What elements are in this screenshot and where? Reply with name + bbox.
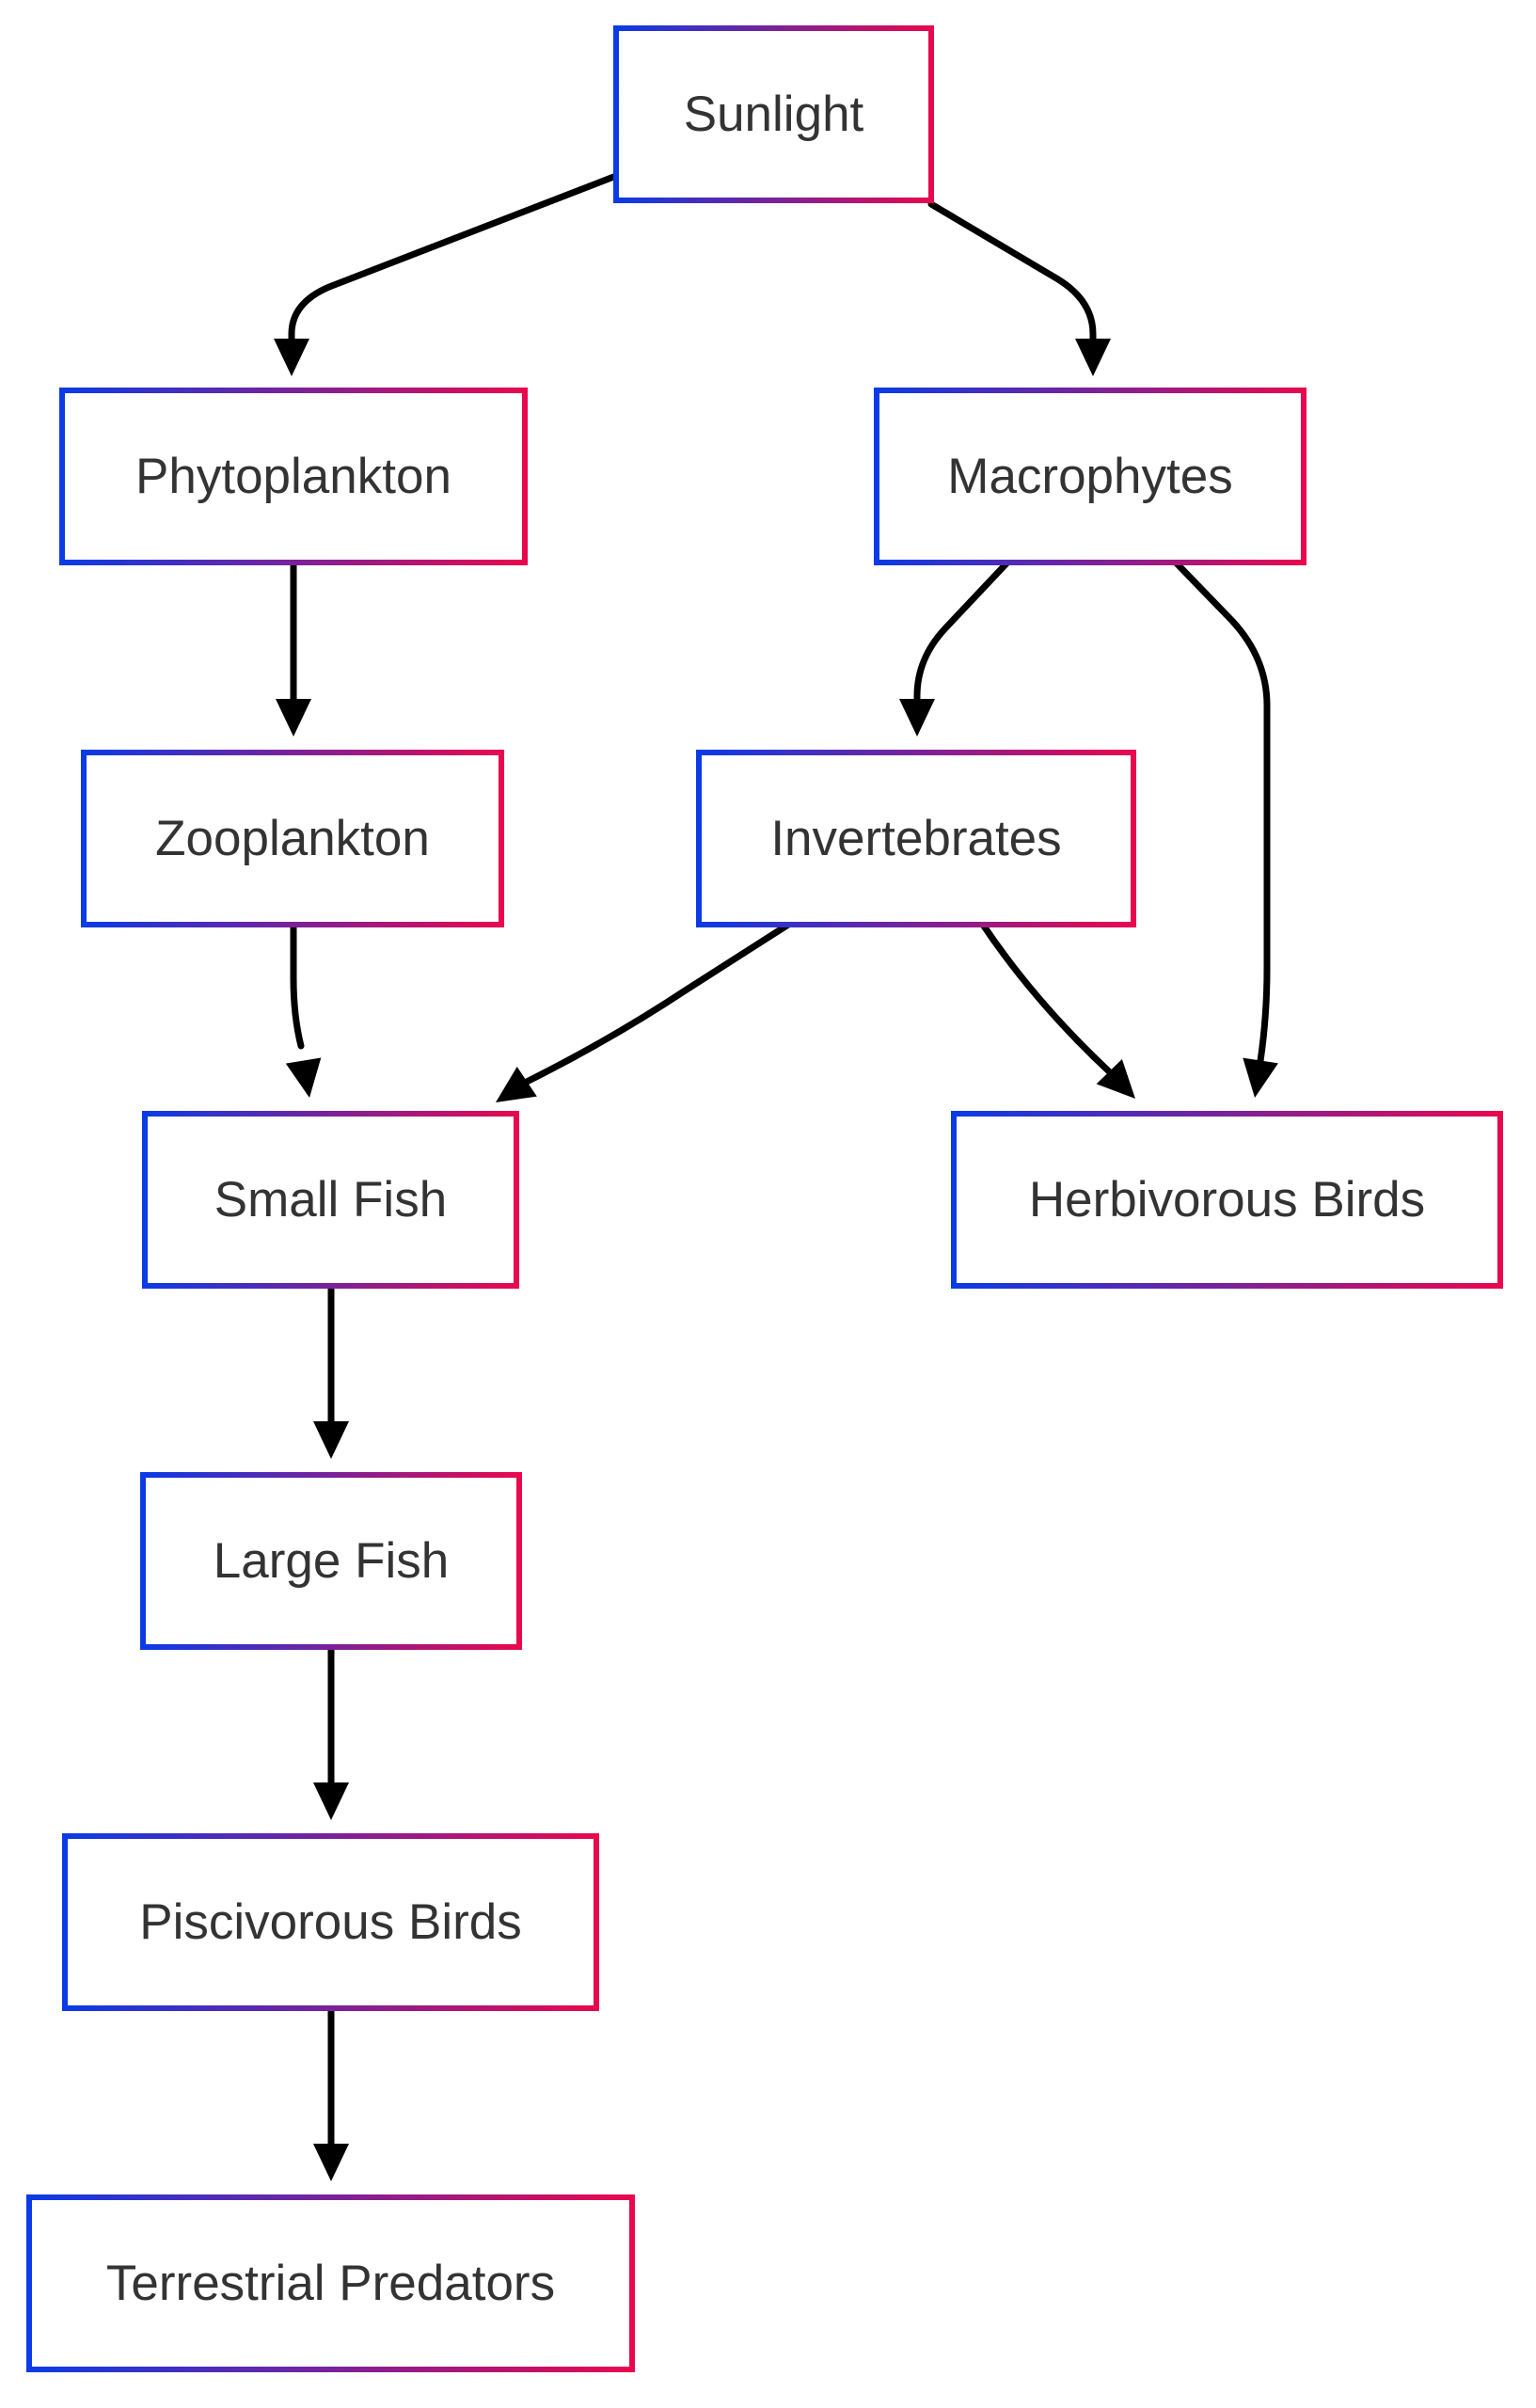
node-label: Invertebrates xyxy=(770,811,1061,866)
edge-line xyxy=(1172,559,1271,1065)
arrowhead xyxy=(313,2144,349,2181)
edges-layer xyxy=(274,172,1278,2181)
node-zooplankton: Zooplankton xyxy=(81,750,504,927)
node-label: Herbivorous Birds xyxy=(1029,1172,1425,1228)
node-box xyxy=(81,750,504,927)
node-macrophytes: Macrophytes xyxy=(874,388,1306,565)
arrowhead xyxy=(313,1782,349,1820)
arrowhead xyxy=(496,1067,537,1102)
node-box xyxy=(59,388,528,565)
node-box xyxy=(142,1111,519,1289)
edge-piscivorous-birds-to-terrestrial-predators xyxy=(313,2004,349,2181)
node-label: Terrestrial Predators xyxy=(106,2256,555,2311)
arrowhead xyxy=(276,699,311,737)
arrowhead xyxy=(285,1057,322,1098)
node-box xyxy=(874,388,1306,565)
arrowhead xyxy=(274,339,309,376)
node-box xyxy=(696,750,1136,927)
edge-line xyxy=(913,559,1011,705)
edge-invertebrates-to-small-fish xyxy=(496,921,792,1102)
node-large-fish: Large Fish xyxy=(140,1472,522,1650)
node-box xyxy=(613,25,934,203)
edge-phytoplankton-to-zooplankton xyxy=(276,559,311,737)
edge-line xyxy=(979,921,1114,1076)
arrowhead xyxy=(1243,1057,1278,1098)
edge-small-fish-to-large-fish xyxy=(313,1282,349,1459)
edge-zooplankton-to-small-fish xyxy=(285,921,322,1098)
edge-macrophytes-to-herbivorous-birds xyxy=(1172,559,1278,1098)
node-label: Zooplankton xyxy=(155,811,430,866)
node-herbivorous-birds: Herbivorous Birds xyxy=(951,1111,1503,1289)
node-box xyxy=(951,1111,1503,1289)
node-invertebrates: Invertebrates xyxy=(696,750,1136,927)
node-piscivorous-birds: Piscivorous Birds xyxy=(62,1833,599,2011)
node-label: Macrophytes xyxy=(947,449,1232,504)
arrowhead xyxy=(1075,339,1111,376)
node-terrestrial-predators: Terrestrial Predators xyxy=(26,2194,635,2372)
edge-sunlight-to-phytoplankton xyxy=(274,172,620,376)
node-small-fish: Small Fish xyxy=(142,1111,519,1289)
node-phytoplankton: Phytoplankton xyxy=(59,388,528,565)
edge-sunlight-to-macrophytes xyxy=(927,200,1111,376)
node-label: Sunlight xyxy=(684,87,864,142)
arrowhead xyxy=(899,699,935,737)
edge-invertebrates-to-herbivorous-birds xyxy=(979,921,1135,1099)
arrowhead xyxy=(1096,1059,1135,1099)
node-label: Small Fish xyxy=(214,1172,447,1228)
edge-macrophytes-to-invertebrates xyxy=(899,559,1011,737)
node-box xyxy=(62,1833,599,2011)
node-sunlight: Sunlight xyxy=(613,25,934,203)
node-label: Large Fish xyxy=(214,1533,449,1589)
edge-large-fish-to-piscivorous-birds xyxy=(313,1643,349,1820)
edge-line xyxy=(288,172,620,345)
node-label: Phytoplankton xyxy=(135,449,451,504)
node-label: Piscivorous Birds xyxy=(139,1894,521,1950)
node-box xyxy=(140,1472,522,1650)
node-box xyxy=(26,2194,635,2372)
edge-line xyxy=(290,921,305,1050)
arrowhead xyxy=(313,1421,349,1459)
edge-line xyxy=(927,200,1097,345)
edge-line xyxy=(523,921,792,1085)
